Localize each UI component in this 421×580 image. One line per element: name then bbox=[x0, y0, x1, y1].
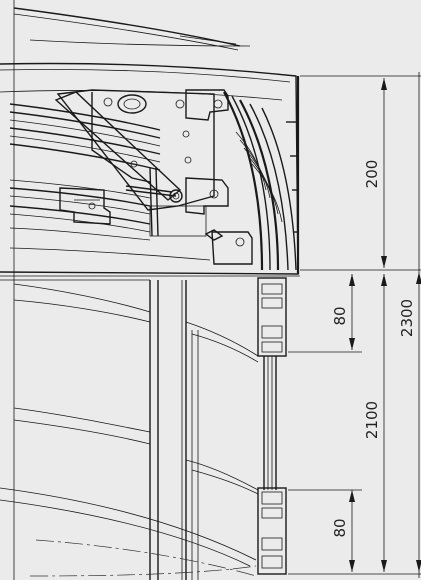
dimension-top-rail: 80 bbox=[331, 274, 355, 350]
label-bottom-rail: 80 bbox=[331, 518, 349, 537]
guide-rail bbox=[223, 91, 298, 271]
door-frame bbox=[149, 280, 259, 580]
dimension-total-height: 2300 bbox=[398, 72, 421, 578]
dimension-header-height: 200 bbox=[363, 78, 387, 268]
dimension-door-height: 2100 bbox=[363, 274, 387, 572]
door-profile bbox=[257, 277, 287, 575]
clip-brackets bbox=[59, 89, 253, 265]
label-top-rail: 80 bbox=[331, 306, 349, 325]
extension-lines bbox=[288, 75, 421, 575]
motor-profile bbox=[9, 103, 211, 261]
mounting-bracket bbox=[54, 89, 215, 237]
panel-sweeps bbox=[0, 283, 257, 577]
ceiling-edge bbox=[13, 0, 251, 580]
label-header-height: 200 bbox=[363, 160, 381, 189]
header-box bbox=[0, 62, 300, 281]
dimension-bottom-rail: 80 bbox=[331, 490, 355, 572]
label-door-height: 2100 bbox=[363, 401, 381, 439]
label-total-height: 2300 bbox=[398, 299, 416, 337]
